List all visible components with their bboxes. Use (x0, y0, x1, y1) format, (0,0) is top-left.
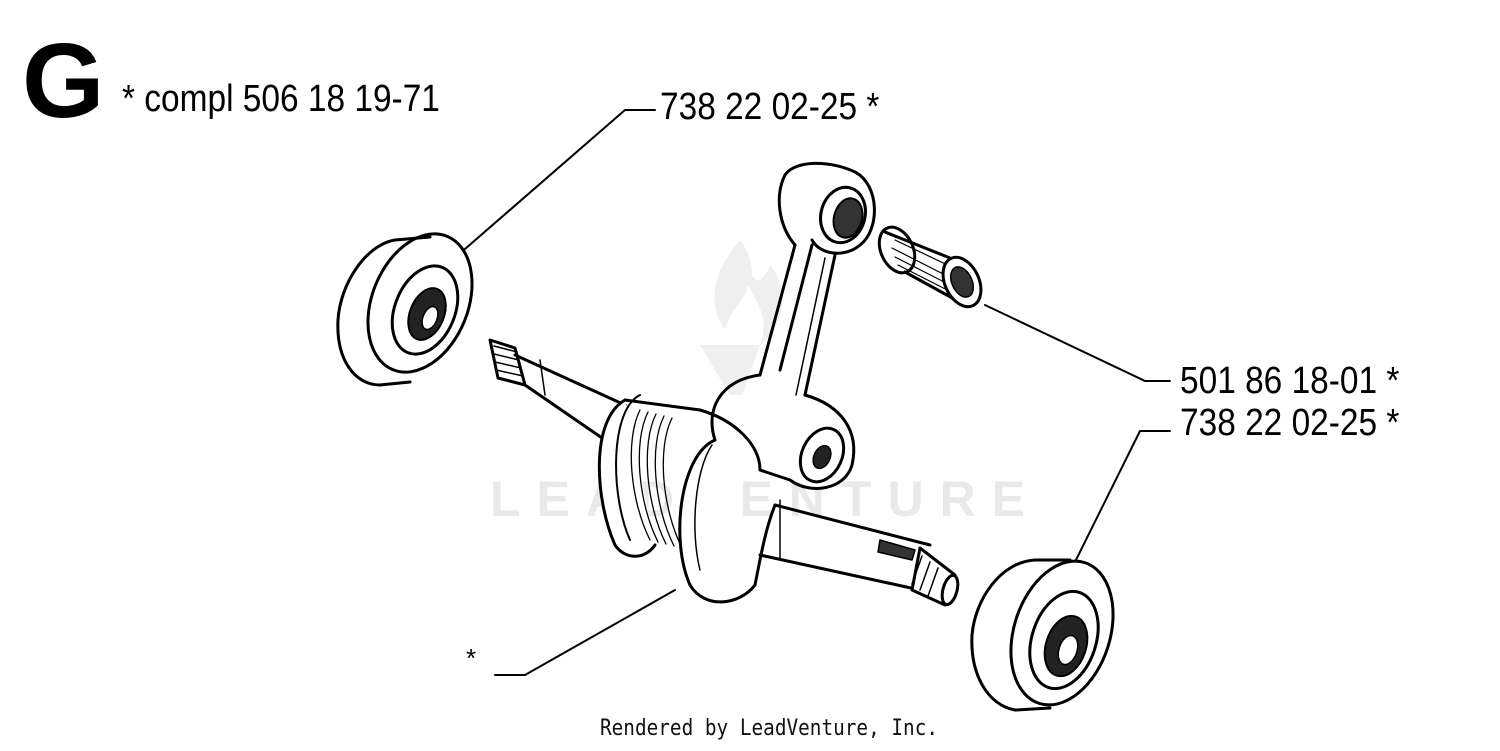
kit-part-number: * compl 506 18 19-71 (122, 78, 440, 120)
bearing-bottom-icon (970, 558, 1115, 712)
callout-bearing-bottom[interactable]: 738 22 02-25 * (1180, 402, 1400, 444)
section-letter: G (22, 22, 104, 140)
leader-bearing-bottom (1069, 430, 1171, 573)
leader-needle-bearing (984, 304, 1171, 382)
watermark-text: LEADVENTURE (490, 471, 1042, 527)
leader-bearing-top (449, 109, 656, 263)
bearing-top-icon (336, 232, 474, 387)
leader-crankshaft (494, 589, 676, 676)
leader-lines (449, 109, 1171, 676)
crankshaft-icon (488, 338, 960, 607)
callout-needle-bearing[interactable]: 501 86 18-01 * (1180, 360, 1400, 402)
callout-bearing-top[interactable]: 738 22 02-25 * (660, 86, 880, 128)
needle-bearing-icon (877, 225, 983, 309)
connecting-rod-icon (710, 161, 876, 490)
watermark-logo-icon (700, 240, 783, 395)
callout-crankshaft[interactable]: * (466, 643, 477, 673)
footer-credit: Rendered by LeadVenture, Inc. (600, 716, 939, 741)
